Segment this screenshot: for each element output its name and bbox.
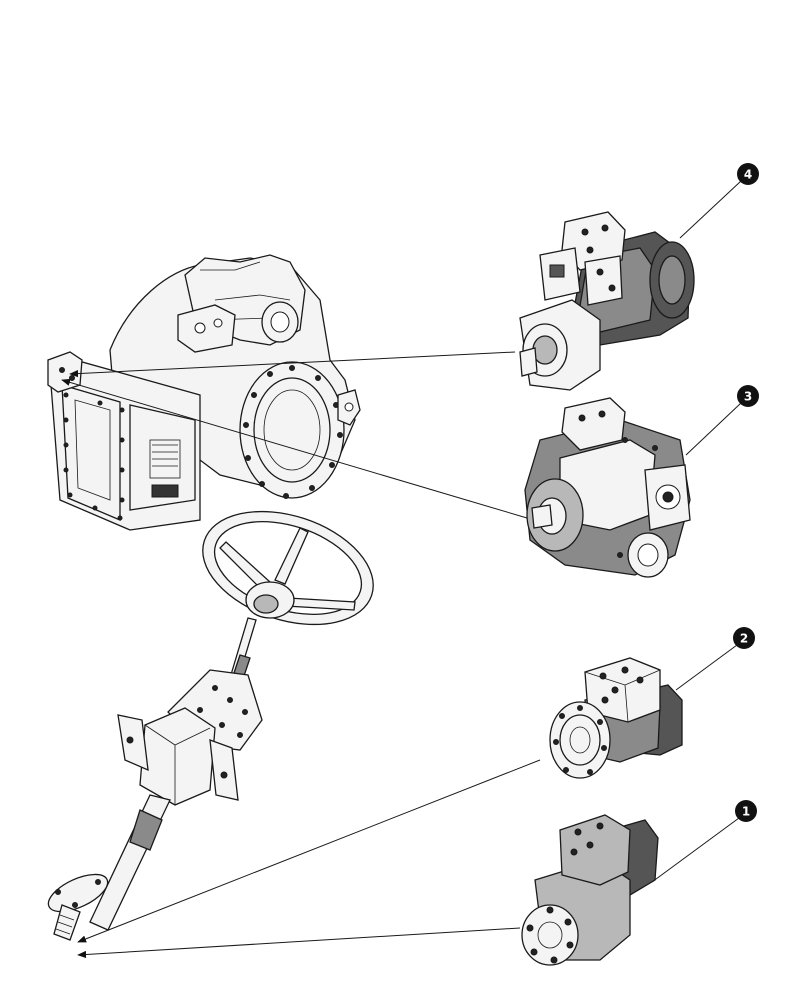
orbitrol-part-2 [549,657,683,779]
orbitrol-part-1 [521,814,659,966]
front-face-bolts [63,392,125,521]
callout-badge [733,627,755,649]
callout-badge [737,385,759,407]
callout-badge [737,163,759,185]
pump-part-4 [519,211,695,391]
leader-lines [61,180,742,959]
callout-4: 4 [737,163,759,185]
callout-label: 4 [744,168,752,182]
callout-2: 2 [733,627,755,649]
steering-column [47,510,374,941]
callout-1: 1 [735,800,757,822]
callout-3: 3 [737,385,759,407]
pump-part-3 [524,397,691,578]
bracket-holes [197,685,248,738]
flange-bolts [243,365,343,499]
callout-label: 2 [740,632,748,646]
callout-badge [735,800,757,822]
callout-label: 1 [742,805,750,819]
callout-label: 3 [744,390,752,404]
transmission-housing [47,254,361,531]
